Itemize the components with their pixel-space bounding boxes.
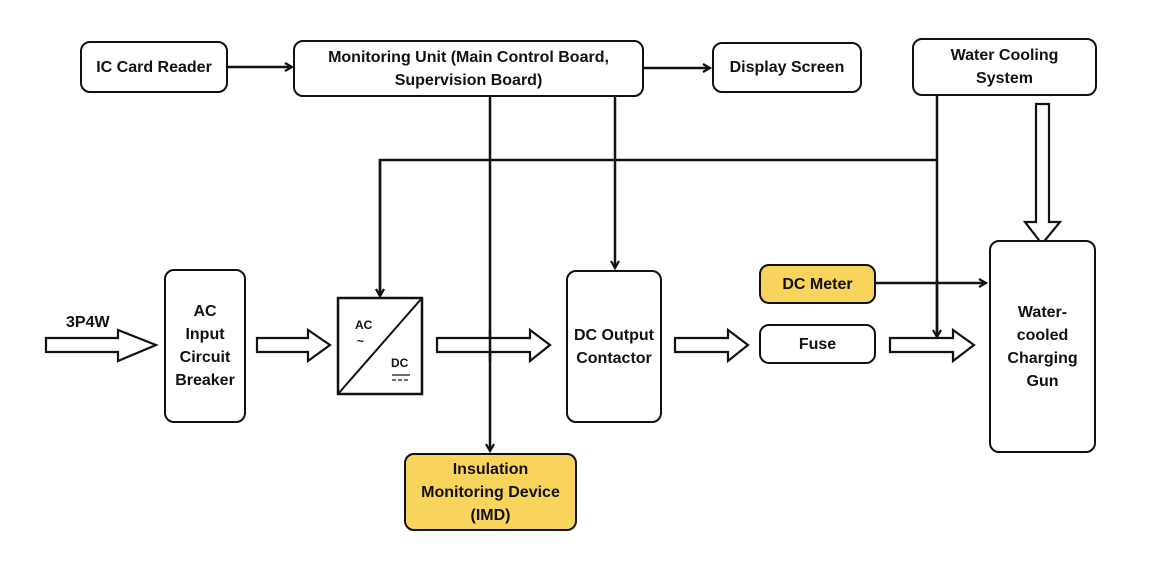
imd-label: Insulation Monitoring Device (IMD) xyxy=(421,460,560,524)
ic-card-reader-box: IC Card Reader xyxy=(80,41,228,93)
power-arrow-converter-to-contactor xyxy=(435,327,552,364)
fuse-label: Fuse xyxy=(798,335,837,353)
coolant-arrow-down xyxy=(1022,102,1063,246)
water-cooling-system-box: Water Cooling System xyxy=(912,38,1097,96)
charging-gun-box: Water-cooled Charging Gun xyxy=(989,240,1096,453)
power-arrow-contactor-to-fuse xyxy=(673,327,750,364)
imd-box: Insulation Monitoring Device (IMD) xyxy=(404,453,577,531)
converter-dc-label: DC xyxy=(391,356,409,370)
power-arrow-input xyxy=(44,328,159,363)
display-screen-label: Display Screen xyxy=(729,59,845,76)
fuse-box: Fuse xyxy=(759,324,876,364)
dc-output-contactor-box: DC Output Contactor xyxy=(566,270,662,423)
dc-output-contactor-label: DC Output Contactor xyxy=(574,326,654,367)
ac-dc-converter xyxy=(336,296,424,396)
dc-meter-box: DC Meter xyxy=(759,264,876,304)
input-3p4w-label: 3P4W xyxy=(66,314,110,331)
monitoring-unit-box: Monitoring Unit (Main Control Board, Sup… xyxy=(293,40,644,97)
ac-input-breaker-box: AC Input Circuit Breaker xyxy=(164,269,246,423)
power-arrow-breaker-to-converter xyxy=(255,327,332,364)
ic-card-reader-label: IC Card Reader xyxy=(96,58,212,76)
display-screen-box: Display Screen xyxy=(712,42,862,93)
power-arrow-fuse-to-gun xyxy=(888,327,976,364)
monitoring-unit-label: Monitoring Unit (Main Control Board, Sup… xyxy=(328,48,609,89)
charging-gun-label: Water-cooled Charging Gun xyxy=(1007,303,1078,390)
water-cooling-system-label: Water Cooling System xyxy=(950,47,1059,87)
converter-ac-label: AC xyxy=(355,318,373,332)
dc-meter-label: DC Meter xyxy=(782,275,853,293)
ac-input-breaker-label: AC Input Circuit Breaker xyxy=(175,303,235,389)
converter-ac-symbol: ~ xyxy=(357,334,365,348)
